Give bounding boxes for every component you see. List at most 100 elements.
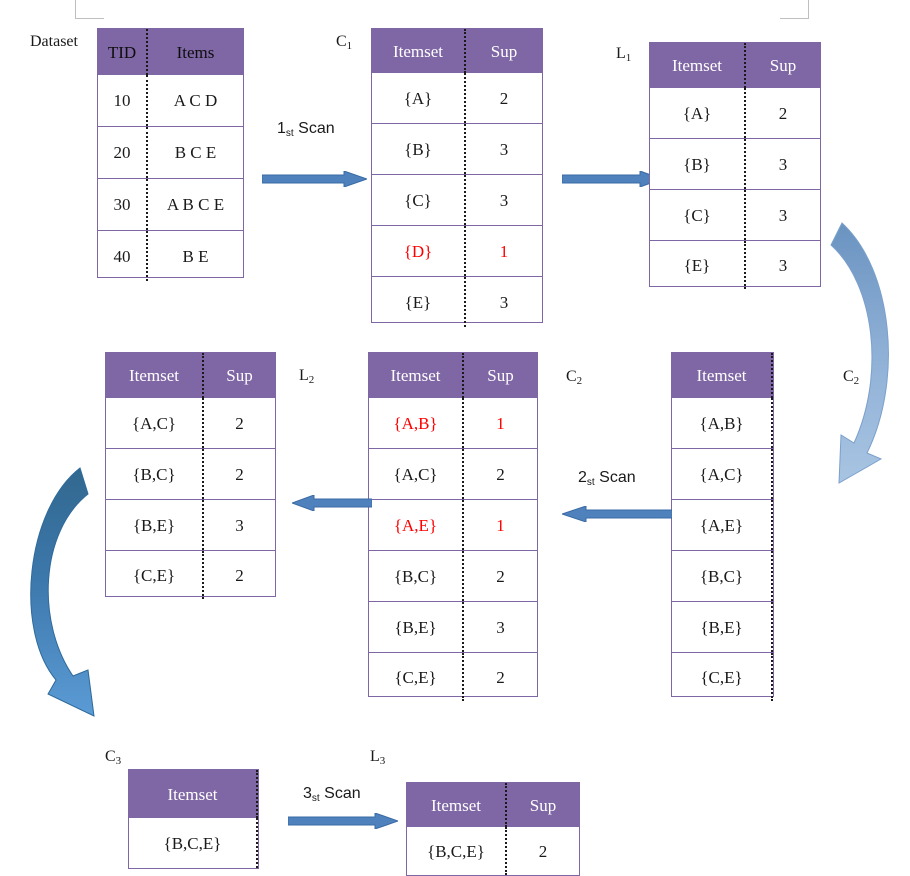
scan1-word: Scan bbox=[298, 120, 335, 137]
dataset-cell-tid: 40 bbox=[98, 231, 148, 281]
scan1-ordinal: st bbox=[285, 128, 294, 139]
c2-right-label: C2 bbox=[843, 368, 860, 387]
l2-cell-sup: 2 bbox=[235, 464, 244, 484]
c2-mid-label: C2 bbox=[566, 368, 583, 387]
table-row: 20 B C E bbox=[98, 127, 243, 179]
table-row: {D} 1 bbox=[372, 226, 542, 277]
c2-right-cell-itemset: {B,E} bbox=[672, 602, 773, 652]
l1-header-itemset: Itemset bbox=[650, 43, 746, 88]
l1-letter: L bbox=[616, 45, 626, 62]
table-header-row: Itemset bbox=[129, 770, 258, 818]
l2-cell-itemset: {A,C} bbox=[106, 398, 204, 448]
c1-cell-itemset: {A} bbox=[372, 73, 466, 123]
c1-cell-sup: 2 bbox=[499, 88, 509, 108]
c2-mid-cell-sup: 3 bbox=[496, 617, 505, 637]
c3-cell-itemset: {B,C,E} bbox=[129, 818, 258, 868]
table-row: {C,E} bbox=[672, 653, 773, 701]
dataset-header-tid: TID bbox=[98, 29, 148, 75]
l1-label: L1 bbox=[616, 45, 631, 64]
table-row: {B} 3 bbox=[372, 124, 542, 175]
c2-mid-cell-sup-pruned: 1 bbox=[496, 515, 505, 535]
scan2-word: Scan bbox=[599, 469, 636, 486]
c1-cell-sup: 3 bbox=[499, 292, 509, 312]
dataset-label: Dataset bbox=[30, 33, 78, 50]
table-row: {A,E} bbox=[672, 500, 773, 551]
c2-mid-subscript: 2 bbox=[576, 375, 583, 387]
table-row: {A,B} 1 bbox=[369, 398, 537, 449]
l1-header-sup: Sup bbox=[769, 56, 797, 75]
table-row: 10 A C D bbox=[98, 75, 243, 127]
dataset-cell-tid: 10 bbox=[98, 75, 148, 126]
l1-cell-sup: 3 bbox=[778, 205, 788, 225]
c2-right-subscript: 2 bbox=[853, 375, 860, 387]
table-row: {C,E} 2 bbox=[106, 551, 275, 599]
c2-right-table: Itemset {A,B} {A,C} {A,E} {B,C} {B,E} {C… bbox=[671, 352, 774, 701]
curved-arrow-l1-to-c2 bbox=[815, 215, 910, 500]
table-row: {C} 3 bbox=[650, 190, 820, 241]
dataset-header-items: Items bbox=[176, 42, 215, 62]
c2-right-cell-itemset: {A,E} bbox=[672, 500, 773, 550]
c2-mid-cell-itemset: {B,C} bbox=[369, 551, 464, 601]
table-row: {B,C} bbox=[672, 551, 773, 602]
table-row: {E} 3 bbox=[372, 277, 542, 327]
l2-header-itemset: Itemset bbox=[106, 353, 204, 398]
l3-header-sup: Sup bbox=[529, 795, 557, 815]
table-header-row: Itemset Sup bbox=[407, 783, 579, 827]
c2-mid-cell-itemset-pruned: {A,B} bbox=[369, 398, 464, 448]
table-row: {A,C} 2 bbox=[106, 398, 275, 449]
scan1-label: 1st Scan bbox=[277, 120, 335, 139]
scan2-number: 2 bbox=[578, 469, 587, 486]
l3-subscript: 3 bbox=[379, 755, 386, 767]
table-header-row: Itemset bbox=[672, 353, 773, 398]
c2-mid-header-itemset: Itemset bbox=[369, 353, 464, 398]
l1-cell-itemset: {E} bbox=[650, 241, 746, 289]
c2-mid-cell-sup: 2 bbox=[496, 566, 505, 586]
l1-cell-itemset: {B} bbox=[650, 139, 746, 189]
dataset-cell-items: A B C E bbox=[166, 195, 225, 214]
l2-cell-itemset: {C,E} bbox=[106, 551, 204, 599]
table-row: {A,E} 1 bbox=[369, 500, 537, 551]
arrow-c2mid-to-l2 bbox=[292, 495, 372, 511]
c3-header-itemset: Itemset bbox=[129, 770, 258, 818]
l1-cell-sup: 3 bbox=[778, 255, 788, 275]
table-header-row: Itemset Sup bbox=[650, 43, 820, 88]
table-row: {B,E} 3 bbox=[106, 500, 275, 551]
l3-label: L3 bbox=[370, 748, 386, 767]
l3-table: Itemset Sup {B,C,E} 2 bbox=[406, 782, 580, 876]
l1-cell-sup: 3 bbox=[778, 154, 788, 174]
crop-mark-top-right bbox=[780, 0, 809, 19]
l1-table: Itemset Sup {A} 2 {B} 3 {C} 3 {E} 3 bbox=[649, 42, 821, 289]
c1-letter: C bbox=[336, 33, 347, 50]
arrow-c3-to-l3 bbox=[288, 813, 398, 829]
table-row: {B,C} 2 bbox=[106, 449, 275, 500]
c2-mid-cell-itemset: {C,E} bbox=[369, 653, 464, 701]
l2-subscript: 2 bbox=[308, 374, 315, 386]
curved-arrow-l2-to-c3 bbox=[18, 462, 118, 724]
l2-label: L2 bbox=[299, 367, 315, 386]
arrow-c2right-to-c2mid bbox=[562, 506, 672, 522]
table-header-row: Itemset Sup bbox=[372, 29, 542, 73]
table-header-row: Itemset Sup bbox=[106, 353, 275, 398]
dataset-cell-items: B C E bbox=[174, 143, 217, 162]
l2-table: Itemset Sup {A,C} 2 {B,C} 2 {B,E} 3 {C,E… bbox=[105, 352, 276, 599]
l1-cell-itemset: {C} bbox=[650, 190, 746, 240]
table-row: {C,E} 2 bbox=[369, 653, 537, 701]
c2-mid-header-sup: Sup bbox=[487, 366, 514, 385]
arrow-c1-to-l1 bbox=[562, 171, 662, 187]
c2-mid-cell-itemset: {B,E} bbox=[369, 602, 464, 652]
table-row: {B,C} 2 bbox=[369, 551, 537, 602]
arrow-dataset-to-c1 bbox=[262, 171, 367, 187]
dataset-cell-tid: 20 bbox=[98, 127, 148, 178]
c2-mid-cell-itemset: {A,C} bbox=[369, 449, 464, 499]
c3-subscript: 3 bbox=[115, 755, 122, 767]
table-row: {B,E} bbox=[672, 602, 773, 653]
l3-header-itemset: Itemset bbox=[407, 783, 507, 827]
table-row: 40 B E bbox=[98, 231, 243, 281]
l2-cell-sup: 3 bbox=[235, 515, 244, 535]
l3-letter: L bbox=[370, 748, 380, 765]
c2-right-cell-itemset: {A,C} bbox=[672, 449, 773, 499]
table-row: 30 A B C E bbox=[98, 179, 243, 231]
c1-subscript: 1 bbox=[346, 40, 353, 52]
c3-table: Itemset {B,C,E} bbox=[128, 769, 259, 869]
c2-right-cell-itemset: {B,C} bbox=[672, 551, 773, 601]
